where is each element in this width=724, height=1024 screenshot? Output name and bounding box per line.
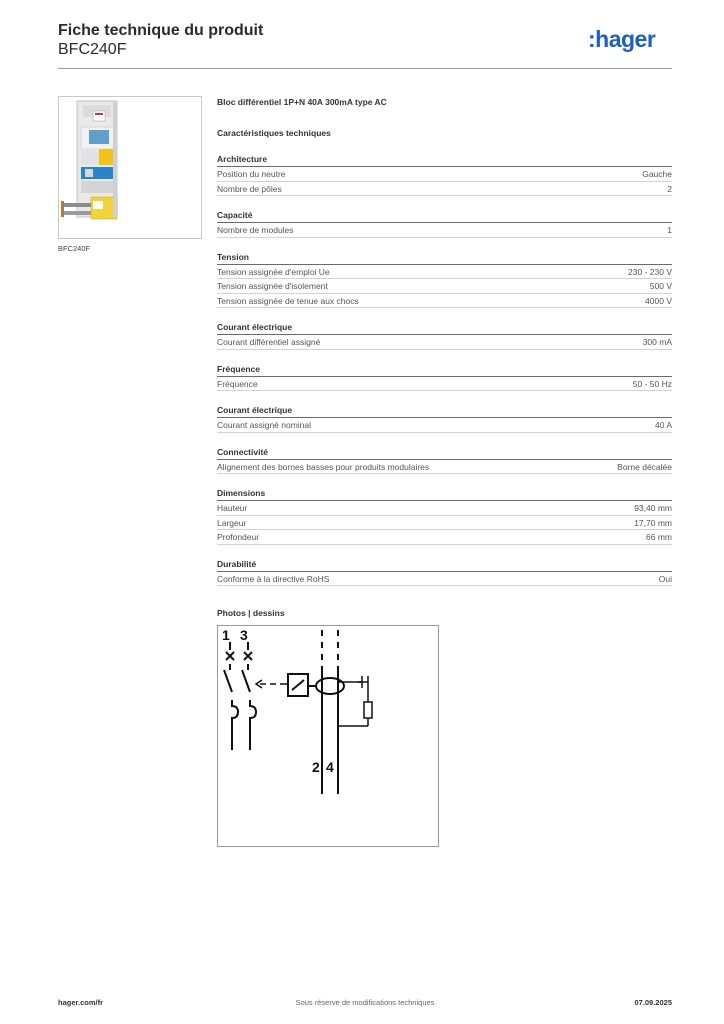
spec-row: Conforme à la directive RoHS Oui	[217, 572, 672, 586]
spec-value: 40 A	[654, 420, 672, 430]
wiring-diagram-svg: 1 3 2 4	[222, 627, 373, 794]
spec-label: Profondeur	[217, 532, 260, 542]
spec-value: 1	[667, 225, 672, 235]
spec-group-title: Architecture	[217, 153, 672, 167]
spec-value: 300 mA	[642, 337, 672, 347]
spec-value: Gauche	[642, 169, 672, 179]
spec-label: Tension assignée de tenue aux chocs	[217, 295, 359, 306]
spec-label: Fréquence	[217, 378, 258, 389]
spec-group-title: Tension	[217, 251, 672, 265]
spec-label: Nombre de pôles	[217, 183, 282, 194]
spec-row: Alignement des bornes basses pour produi…	[217, 460, 672, 474]
terminal-label-1: 1	[222, 627, 230, 643]
spec-value: Borne décalée	[617, 461, 672, 472]
spec-label: Nombre de modules	[217, 225, 294, 235]
spec-group-title: Connectivité	[217, 446, 672, 460]
spec-label: Largeur	[217, 517, 247, 528]
header-divider	[58, 68, 672, 69]
spec-value: Oui	[658, 573, 672, 584]
page-footer: hager.com/fr Sous réserve de modificatio…	[58, 998, 672, 1010]
photo-caption: BFC240F	[58, 244, 91, 253]
spec-group-title: Courant électrique	[217, 404, 672, 418]
product-reference: BFC240F	[58, 41, 127, 58]
footer-website-link[interactable]: hager.com/fr	[58, 998, 104, 1007]
product-photo	[58, 96, 202, 239]
terminal-label-3: 3	[240, 627, 248, 643]
spec-row: Tension assignée d'emploi Ue 230 - 230 V	[217, 265, 672, 279]
spec-label: Hauteur	[217, 503, 248, 513]
page-title: Fiche technique du produit	[58, 22, 264, 39]
spec-label: Conforme à la directive RoHS	[217, 573, 330, 584]
logo-text: :hager	[588, 26, 656, 52]
spec-value: 50 - 50 Hz	[632, 378, 672, 389]
spec-row: Hauteur 93,40 mm	[217, 501, 672, 516]
spec-label: Tension assignée d'emploi Ue	[217, 266, 330, 277]
spec-row: Largeur 17,70 mm	[217, 516, 672, 530]
footer-disclaimer: Sous réserve de modifications techniques	[295, 998, 435, 1007]
footer-date: 07.09.2025	[634, 998, 672, 1007]
spec-row: Courant assigné nominal 40 A	[217, 418, 672, 433]
spec-label: Position du neutre	[217, 169, 286, 179]
spec-row: Position du neutre Gauche	[217, 167, 672, 182]
spec-label: Courant différentiel assigné	[217, 337, 321, 347]
spec-row: Tension assignée d'isolement 500 V	[217, 279, 672, 294]
spec-label: Tension assignée d'isolement	[217, 281, 328, 291]
spec-row: Nombre de modules 1	[217, 223, 672, 238]
page-header: Fiche technique du produit BFC240F :hage…	[58, 22, 672, 70]
spec-value: 93,40 mm	[634, 503, 672, 513]
terminal-label-4: 4	[326, 759, 334, 775]
spec-group-title: Fréquence	[217, 363, 672, 377]
section-title: Caractéristiques techniques	[217, 128, 331, 138]
spec-row: Profondeur 66 mm	[217, 530, 672, 545]
spec-row: Courant différentiel assigné 300 mA	[217, 335, 672, 350]
spec-sheet: Bloc différentiel 1P+N 40A 300mA type AC…	[217, 96, 672, 847]
spec-group-title: Capacité	[217, 209, 672, 223]
spec-group-title: Durabilité	[217, 558, 672, 572]
spec-label: Courant assigné nominal	[217, 420, 312, 430]
spec-value: 2	[667, 183, 672, 194]
spec-value: 66 mm	[646, 532, 672, 542]
spec-row: Fréquence 50 - 50 Hz	[217, 377, 672, 391]
spec-value: 4000 V	[645, 295, 672, 306]
product-name: Bloc différentiel 1P+N 40A 300mA type AC	[217, 97, 387, 107]
spec-value: 230 - 230 V	[628, 266, 672, 277]
spec-label: Alignement des bornes basses pour produi…	[217, 461, 430, 472]
wiring-diagram: 1 3 2 4	[217, 625, 439, 847]
spec-value: 500 V	[649, 281, 672, 291]
spec-group-title: Dimensions	[217, 487, 672, 501]
hager-logo: :hager	[588, 26, 656, 52]
spec-row: Tension assignée de tenue aux chocs 4000 …	[217, 294, 672, 308]
spec-group-title: Courant électrique	[217, 321, 672, 335]
terminal-label-2: 2	[312, 759, 320, 775]
product-image	[61, 100, 118, 220]
spec-value: 17,70 mm	[634, 517, 672, 528]
spec-row: Nombre de pôles 2	[217, 182, 672, 196]
drawings-title: Photos | dessins	[217, 608, 285, 618]
